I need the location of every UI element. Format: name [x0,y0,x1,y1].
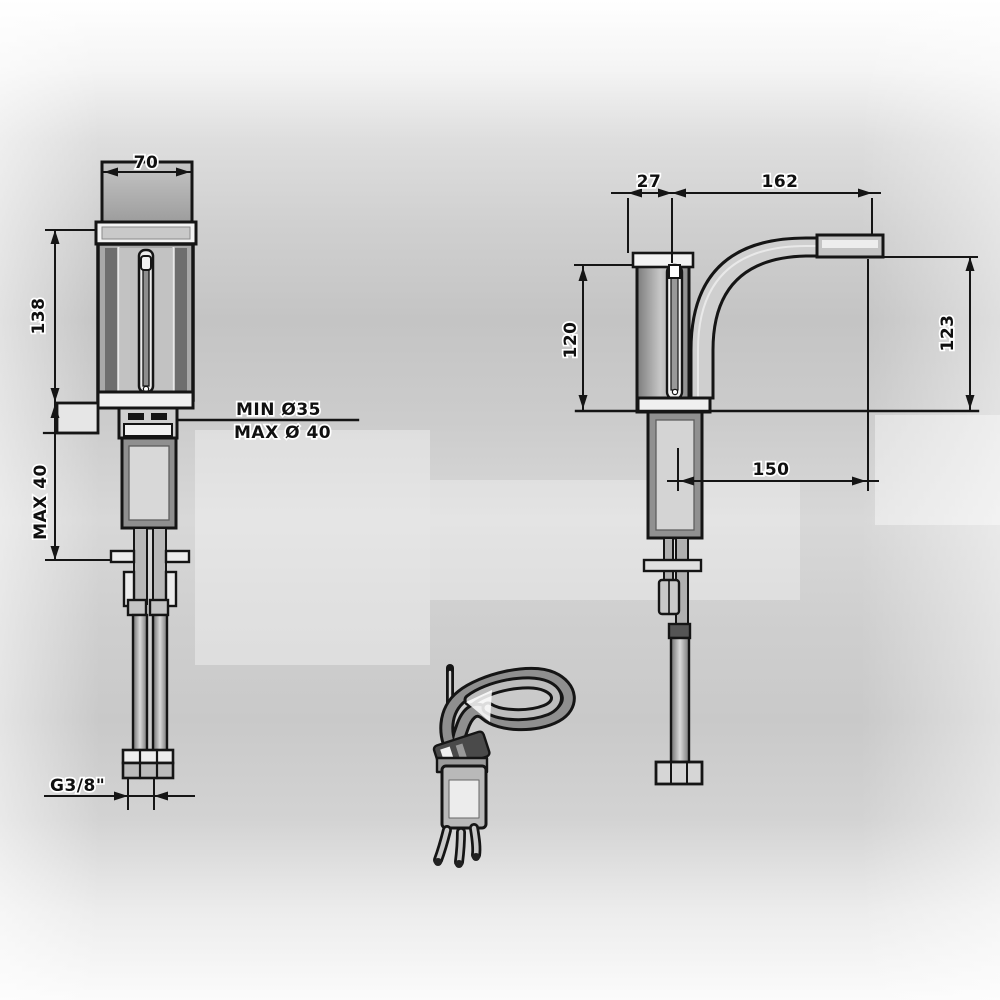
dim-lever-to-spout-label: 162 [762,172,799,192]
arrow-down-icon [965,395,975,409]
side-spout [689,233,885,400]
front-dim-deck-max: MAX 40 [29,403,113,561]
detail-body [435,756,489,830]
background-patches [195,415,1000,665]
arrow-up-icon [965,257,975,271]
front-rods [109,527,191,617]
side-dim-outlet-height: 123 [879,256,978,410]
arrow-right-icon [176,167,190,177]
front-dim-thread: G3/8" [44,774,195,810]
arrow-right-icon [858,188,872,198]
side-hex-nut [654,760,704,786]
arrow-right-icon [658,188,672,198]
side-view: 27 162 120 123 150 [559,170,980,786]
dim-top-width-label: 70 [134,153,159,173]
arrow-right-icon [114,791,128,801]
arrow-left-icon [104,167,118,177]
front-cap [94,220,198,246]
hole-min-label: MIN Ø35 [236,400,321,420]
hole-max-label: MAX Ø 40 [234,423,331,443]
side-shank [642,410,704,631]
dim-back-to-lever-label: 27 [637,172,662,192]
arrow-down-icon [50,546,60,560]
dim-spout-reach-label: 150 [753,460,790,480]
front-dim-top-width: 70 [103,151,191,177]
lever-knob [668,264,681,279]
detail-hose-loop [439,666,576,764]
side-body [631,251,712,414]
front-lever [137,248,155,394]
dim-side-body-height-label: 120 [561,322,581,359]
front-hole-callout: MIN Ø35 MAX Ø 40 [176,398,360,445]
arrow-up-icon [50,404,60,418]
arrow-left-icon [680,476,694,486]
mounting-flange [642,558,703,573]
front-mount [117,406,179,440]
dim-thread-label: G3/8" [50,776,105,796]
dim-outlet-height-label: 123 [938,315,958,352]
arrow-left-icon [154,791,168,801]
side-dim-body-height: 120 [559,264,634,410]
arrow-down-icon [578,395,588,409]
front-shank [120,436,178,530]
side-hose [667,622,692,764]
side-dim-reach: 150 [667,259,879,491]
arrow-down-icon [50,388,60,402]
arrow-up-icon [578,267,588,281]
hose-detail-inset [432,664,576,868]
dim-deck-max-label: MAX 40 [31,464,51,540]
hose-coupling [667,622,692,640]
arrow-left-icon [628,188,642,198]
front-dim-body-height: 138 [27,229,97,403]
front-view: 70 [27,151,360,810]
front-hoses [131,613,169,757]
dim-body-height-label: 138 [29,298,49,335]
arrow-left-icon [672,188,686,198]
side-lever [665,263,684,401]
arrow-right-icon [852,476,866,486]
lever-knob [140,255,152,271]
front-hex-nut [121,748,175,780]
front-deck [42,401,100,435]
side-dim-top: 27 162 [611,170,881,263]
detail-hose-stubs [433,823,482,868]
front-body [96,242,195,410]
arrow-up-icon [50,230,60,244]
